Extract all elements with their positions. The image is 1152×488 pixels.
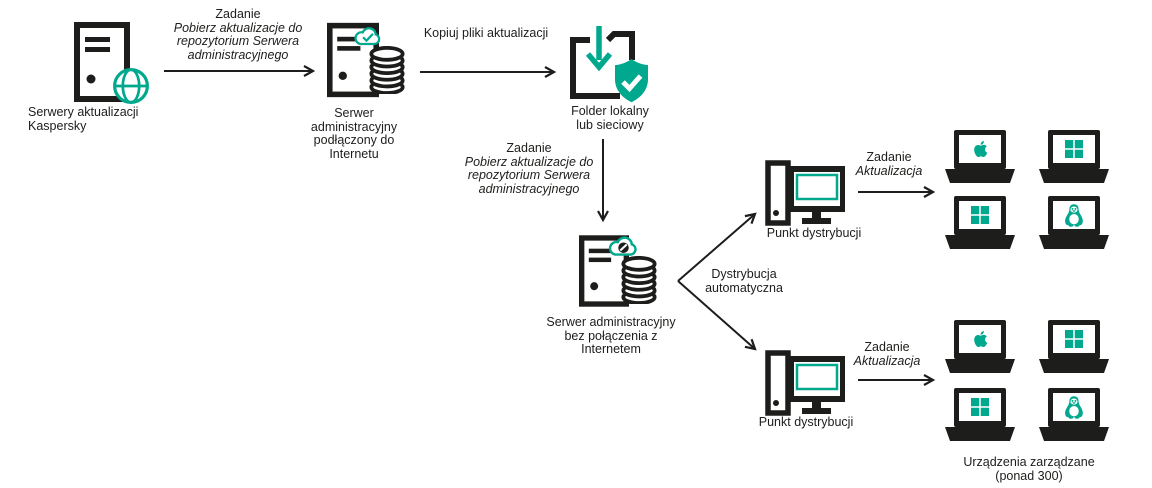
laptop-apple <box>945 130 1015 183</box>
label-distribution-point-top: Punkt dystrybucji <box>766 226 862 240</box>
label-managed-devices: Urządzenia zarządzane (ponad 300) <box>963 455 1095 483</box>
laptop-windows <box>1039 130 1109 183</box>
label-task-download-2: Zadanie Pobierz aktualizacje do repozyto… <box>464 141 594 196</box>
server-cloud-check-database-icon <box>325 19 405 109</box>
label-copy-update-files: Kopiuj pliki aktualizacji <box>423 26 549 40</box>
laptop-windows <box>945 388 1015 441</box>
desktop-computer-icon <box>765 160 845 230</box>
laptop-apple <box>945 320 1015 373</box>
laptop-windows <box>1039 320 1109 373</box>
server-globe-icon <box>73 21 149 104</box>
label-task-update-top: Zadanie Aktualizacja <box>855 150 923 178</box>
label-task-download-1: Zadanie Pobierz aktualizacje do repozyto… <box>173 7 303 62</box>
globe-icon <box>113 68 149 104</box>
label-automatic-distribution: Dystrybucja automatyczna <box>705 267 783 295</box>
desktop-computer-icon <box>765 350 845 420</box>
shield-check-icon <box>615 59 648 103</box>
label-kaspersky-update-servers: Serwery aktualizacji Kaspersky <box>28 105 139 133</box>
folder-download-shield-icon <box>570 26 648 103</box>
laptop-linux <box>1039 388 1109 441</box>
label-task-update-bottom: Zadanie Aktualizacja <box>853 340 921 368</box>
label-distribution-point-bottom: Punkt dystrybucji <box>758 415 854 429</box>
server-cloud-blocked-database-icon <box>577 231 657 321</box>
laptop-linux <box>1039 196 1109 249</box>
label-admin-server-online: Serwer administracyjny podłączony do Int… <box>310 106 398 161</box>
database-icon <box>369 46 405 94</box>
laptop-windows <box>945 196 1015 249</box>
label-admin-server-offline: Serwer administracyjny bez połączenia z … <box>546 315 676 356</box>
database-icon <box>621 256 657 304</box>
download-arrow-icon <box>585 26 613 72</box>
label-local-folder: Folder lokalny lub sieciowy <box>571 104 649 132</box>
